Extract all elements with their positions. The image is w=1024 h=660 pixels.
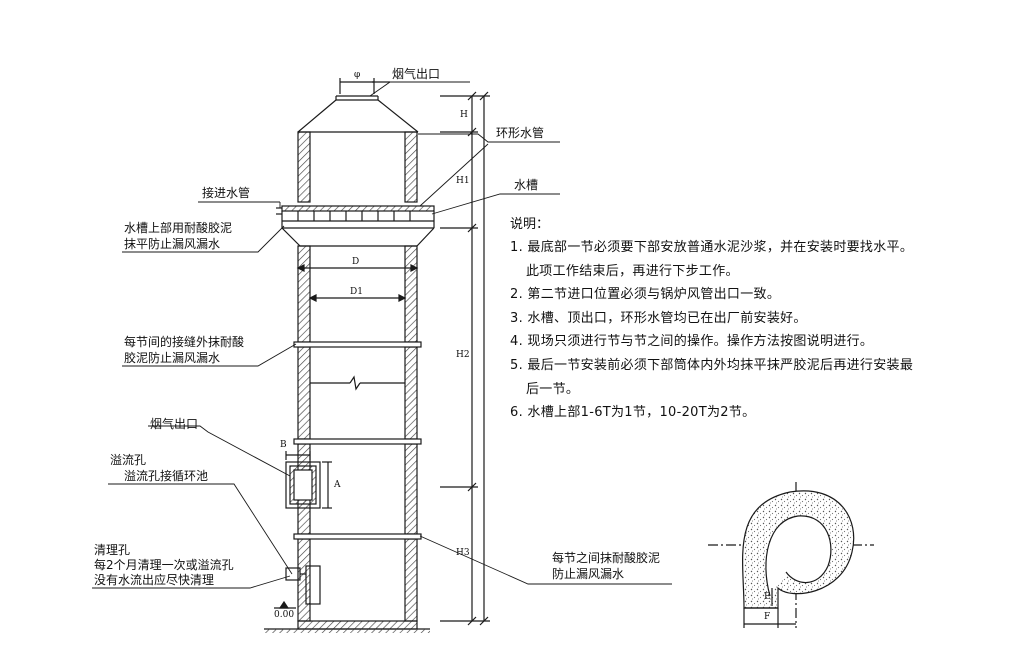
- tank-seal-label-1: 水槽上部用耐酸胶泥: [124, 221, 233, 235]
- water-tank: [276, 205, 435, 247]
- note-item: 5. 最后一节安装前必须下部筒体内外均抹平抹严胶泥后再进行安装最: [510, 357, 914, 373]
- water-inlet-pipe-label: 接进水管: [202, 186, 251, 200]
- notes-block: 说明： 1. 最底部一节必须要下部安放普通水泥沙浆，并在安装时要找水平。 此项工…: [510, 214, 913, 425]
- cleanout-label-2: 每2个月清理一次或溢流孔: [94, 558, 234, 572]
- height-dimensions: [440, 91, 490, 626]
- ring-pipe-label: 环形水管: [496, 126, 545, 140]
- h3-dimension: H3: [456, 548, 470, 558]
- f-dimension: F: [764, 612, 771, 622]
- d1-dimension: D1: [350, 287, 363, 297]
- d-dimension: D: [352, 257, 360, 267]
- note-item: 4. 现场只须进行节与节之间的操作。操作方法按图说明进行。: [510, 334, 874, 350]
- flue-outlet-top-label: 烟气出口: [392, 67, 441, 81]
- b-dimension: B: [280, 440, 287, 450]
- note-item: 2. 第二节进口位置必须与锅炉风管出口一致。: [510, 287, 781, 303]
- h1-dimension: H1: [456, 176, 470, 186]
- side-inlet: [285, 451, 332, 509]
- note-item: 3. 水槽、顶出口，环形水管均已在出厂前安装好。: [510, 310, 807, 326]
- section-seal-label-2: 防止漏风漏水: [552, 567, 625, 581]
- phi-dimension: φ: [354, 70, 361, 80]
- joint-seal-label-2: 胶泥防止漏风漏水: [124, 351, 221, 365]
- top-outlet: [297, 78, 419, 133]
- tank-seal-label-2: 抹平防止漏风漏水: [124, 237, 221, 251]
- note-item: 此项工作结束后，再进行下步工作。: [526, 263, 739, 279]
- h2-dimension: H2: [456, 350, 470, 360]
- volute-section: [708, 482, 874, 628]
- overflow-label-2: 溢流孔接循环池: [124, 469, 209, 483]
- cleanout-label-1: 清理孔: [94, 543, 131, 557]
- cleanout-label-3: 没有水流出应尽快清理: [94, 573, 215, 587]
- leader-lines: [92, 81, 672, 589]
- note-item: 1. 最底部一节必须要下部安放普通水泥沙浆，并在安装时要找水平。: [510, 240, 914, 255]
- diameter-dimensions: [296, 264, 419, 302]
- h-dimension: H: [460, 110, 468, 120]
- a-dimension: A: [334, 480, 341, 490]
- e-dimension: E: [764, 592, 771, 602]
- flue-outlet-side-label: 烟气出口: [150, 417, 199, 431]
- ground-level: 0.00: [274, 610, 295, 620]
- note-item: 后一节。: [526, 381, 580, 397]
- main-walls: [264, 245, 430, 633]
- overflow-label-1: 溢流孔: [110, 453, 147, 467]
- section-seal-label-1: 每节之间抹耐酸胶泥: [552, 551, 661, 565]
- upper-walls: [297, 131, 418, 203]
- notes-title: 说明：: [510, 217, 550, 232]
- water-tank-label: 水槽: [514, 178, 539, 192]
- bottom-overflow: [274, 565, 321, 609]
- joint-seal-label-1: 每节间的接缝外抹耐酸: [124, 335, 245, 349]
- note-item: 6. 水槽上部1-6T为1节，10-20T为2节。: [510, 405, 756, 421]
